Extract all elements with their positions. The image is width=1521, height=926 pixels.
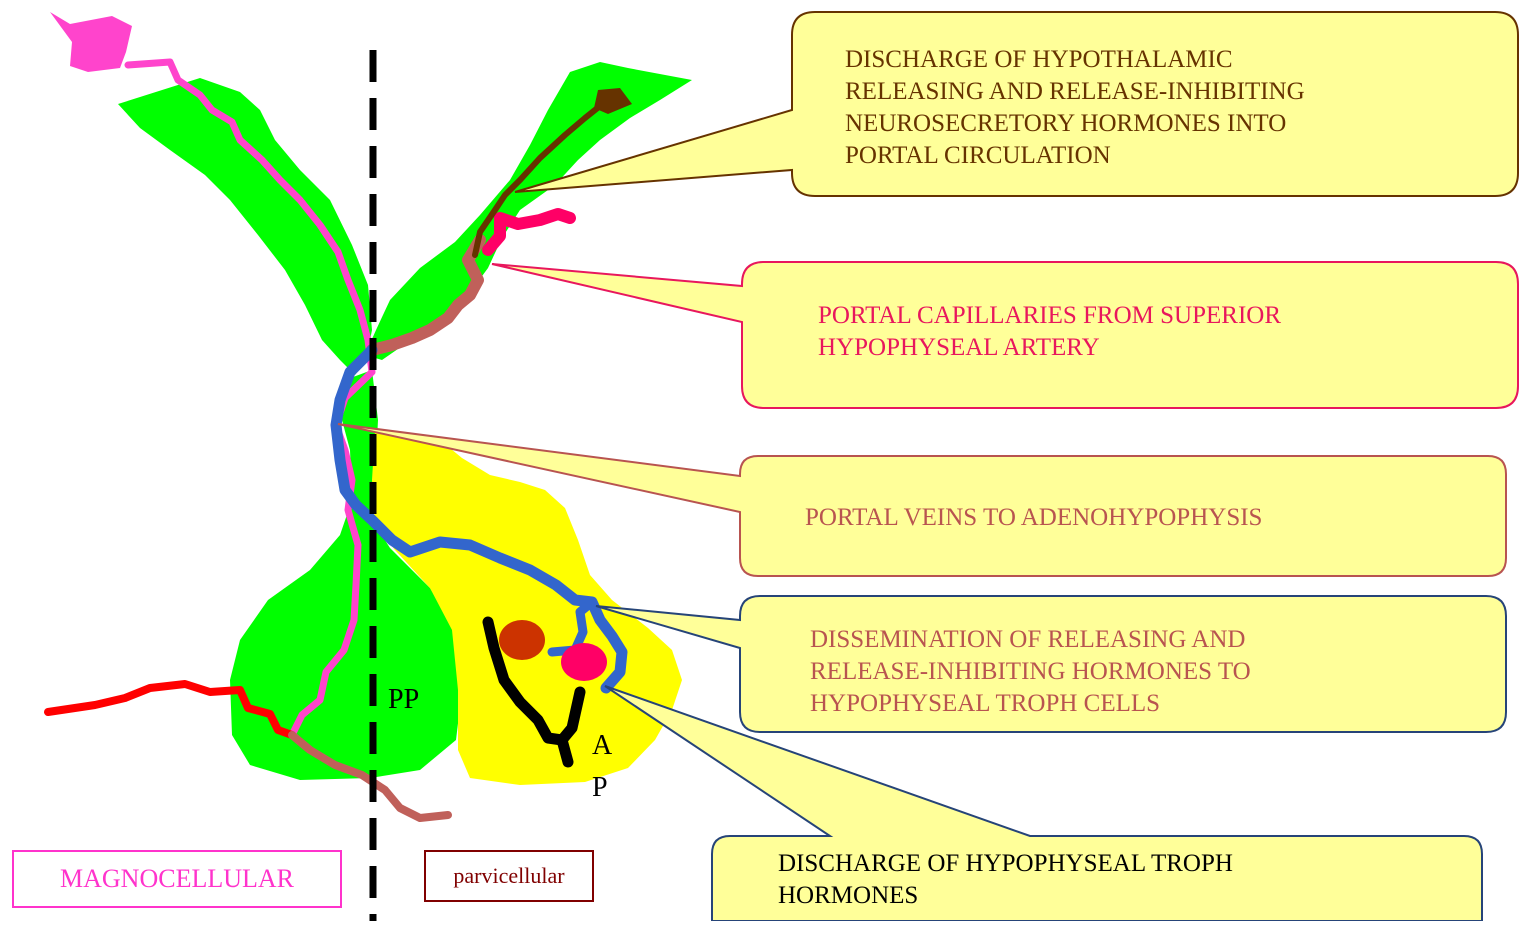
parvicellular-label: parvicellular [424, 850, 594, 902]
hypothalamus-left-tissue [118, 78, 372, 375]
callout-portal-capillaries-text: PORTAL CAPILLARIES FROM SUPERIOR HYPOPHY… [818, 300, 1281, 364]
magnocellular-nucleus [50, 12, 132, 72]
callout-portal-veins-text: PORTAL VEINS TO ADENOHYPOPHYSIS [805, 502, 1262, 534]
hypothalamus-right-tissue [365, 62, 692, 360]
callout-troph-discharge-text: DISCHARGE OF HYPOPHYSEAL TROPH HORMONES [778, 848, 1233, 912]
hypophyseal-troph-cell [499, 620, 545, 660]
magnocellular-label: MAGNOCELLULAR [12, 850, 342, 908]
releasing-hormone-target-cell [561, 643, 607, 681]
superior-hypophyseal-artery [488, 214, 570, 250]
posterior-pituitary-label: PP [388, 684, 419, 716]
anterior-pituitary-label-a: A [592, 730, 612, 762]
callout-dissemination-text: DISSEMINATION OF RELEASING AND RELEASE-I… [810, 624, 1251, 720]
callout-hypothalamic-discharge-text: DISCHARGE OF HYPOTHALAMIC RELEASING AND … [845, 44, 1305, 172]
anterior-pituitary-label-p: P [592, 772, 608, 804]
